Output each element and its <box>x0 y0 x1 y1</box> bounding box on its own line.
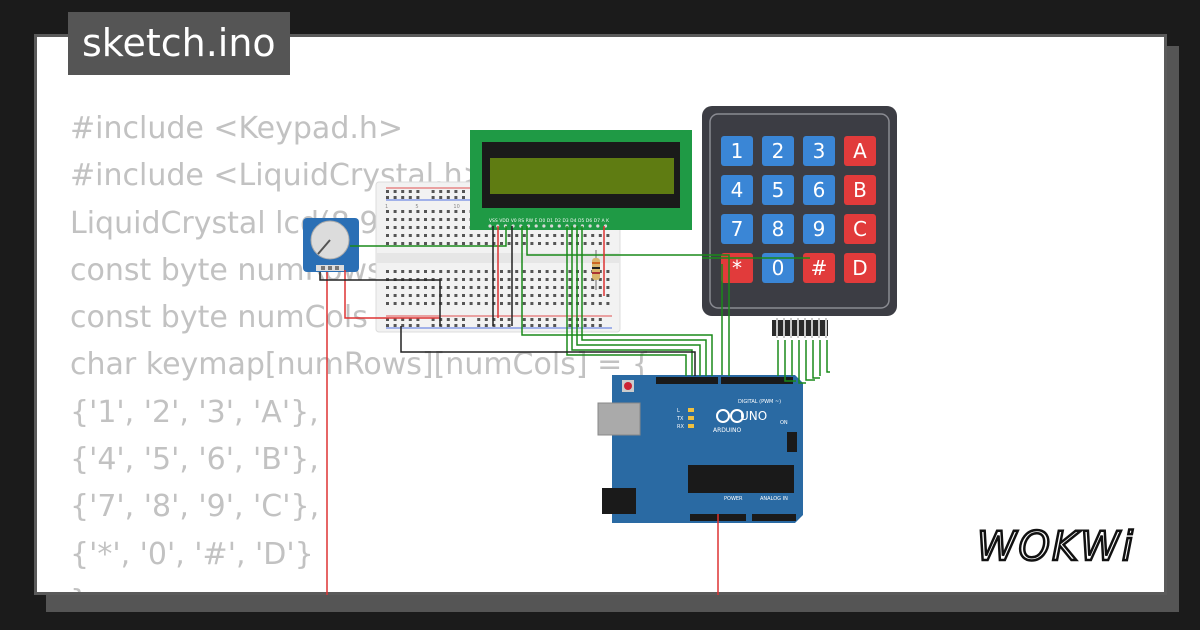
arduino-led-label: TX <box>676 416 684 422</box>
keypad-key-label: 9 <box>813 217 826 241</box>
code-preview: #include <Keypad.h> #include <LiquidCryst… <box>70 105 651 592</box>
breadboard-column-number: 5 <box>415 204 418 210</box>
keypad-key-label: # <box>811 256 828 280</box>
analog-header-label: ANALOG IN <box>760 496 788 502</box>
arduino-model-label: UNO <box>740 409 767 423</box>
code-line: {'1', '2', '3', 'A'}, <box>70 394 319 430</box>
keypad-key-7[interactable]: 7 <box>721 214 753 244</box>
keypad-key-label: B <box>853 178 867 202</box>
keypad-key-label: 1 <box>731 139 744 163</box>
keypad-key-6[interactable]: 6 <box>803 175 835 205</box>
keypad-key-label: 7 <box>731 217 744 241</box>
on-led-label: ON <box>780 420 788 426</box>
keypad-key-label: 4 <box>731 178 744 202</box>
digital-header-label: DIGITAL (PWM ~) <box>738 399 781 405</box>
keypad-key-A[interactable]: A <box>844 136 876 166</box>
power-header-label: POWER <box>724 496 743 502</box>
keypad[interactable]: 1 2 3 A 4 5 6 B 7 8 9 C * 0 # D <box>702 106 897 338</box>
keypad-key-C[interactable]: C <box>844 214 876 244</box>
breadboard-column-number: 10 <box>453 204 459 210</box>
keypad-key-3[interactable]: 3 <box>803 136 835 166</box>
breadboard-column-number: 1 <box>385 204 388 210</box>
wires <box>319 226 830 595</box>
keypad-key-D[interactable]: D <box>844 253 876 283</box>
keypad-key-label: D <box>852 256 867 280</box>
arduino-brand-label: ARDUINO <box>713 427 742 434</box>
keypad-key-label: 2 <box>772 139 785 163</box>
keypad-key-label: 3 <box>813 139 826 163</box>
file-name-badge: sketch.ino <box>68 12 290 75</box>
wokwi-logo-text: WOKWi <box>977 524 1135 570</box>
arduino-led-label: RX <box>677 424 684 430</box>
keypad-key-label: A <box>853 139 867 163</box>
keypad-key-label: 8 <box>772 217 785 241</box>
keypad-key-label: C <box>853 217 867 241</box>
arduino-led-label: L <box>677 408 680 414</box>
keypad-key-label: 0 <box>772 256 785 280</box>
keypad-key-label: 6 <box>813 178 826 202</box>
wokwi-logo: WOKWi <box>976 523 1135 572</box>
keypad-key-2[interactable]: 2 <box>762 136 794 166</box>
keypad-key-1[interactable]: 1 <box>721 136 753 166</box>
code-line: {'4', '5', '6', 'B'}, <box>70 442 319 478</box>
lcd-screen <box>490 158 674 194</box>
code-line: {'7', '8', '9', 'C'}, <box>70 489 320 525</box>
resistor[interactable] <box>592 250 600 290</box>
keypad-key-B[interactable]: B <box>844 175 876 205</box>
keypad-key-label: * <box>732 256 742 280</box>
code-line: char keymap[numRows][numCols] = { <box>70 347 651 383</box>
keypad-key-5[interactable]: 5 <box>762 175 794 205</box>
lcd-display[interactable]: VSS VDD V0 RS RW E D0 D1 D2 D3 D4 D5 D6 … <box>470 130 692 230</box>
keypad-key-#[interactable]: # <box>803 253 835 283</box>
keypad-key-4[interactable]: 4 <box>721 175 753 205</box>
arduino-uno[interactable]: UNO ARDUINO DIGITAL (PWM ~) POWER ANALOG… <box>597 375 803 523</box>
code-line: }; <box>70 578 651 592</box>
keypad-key-label: 5 <box>772 178 785 202</box>
code-line: #include <LiquidCrystal.h> <box>70 158 488 194</box>
keypad-key-0[interactable]: 0 <box>762 253 794 283</box>
potentiometer[interactable] <box>303 218 359 272</box>
lcd-pin-labels: VSS VDD V0 RS RW E D0 D1 D2 D3 D4 D5 D6 … <box>489 218 609 224</box>
code-line: {'*', '0', '#', 'D'} <box>70 536 314 572</box>
keypad-key-8[interactable]: 8 <box>762 214 794 244</box>
keypad-key-9[interactable]: 9 <box>803 214 835 244</box>
code-line: #include <Keypad.h> <box>70 111 404 146</box>
